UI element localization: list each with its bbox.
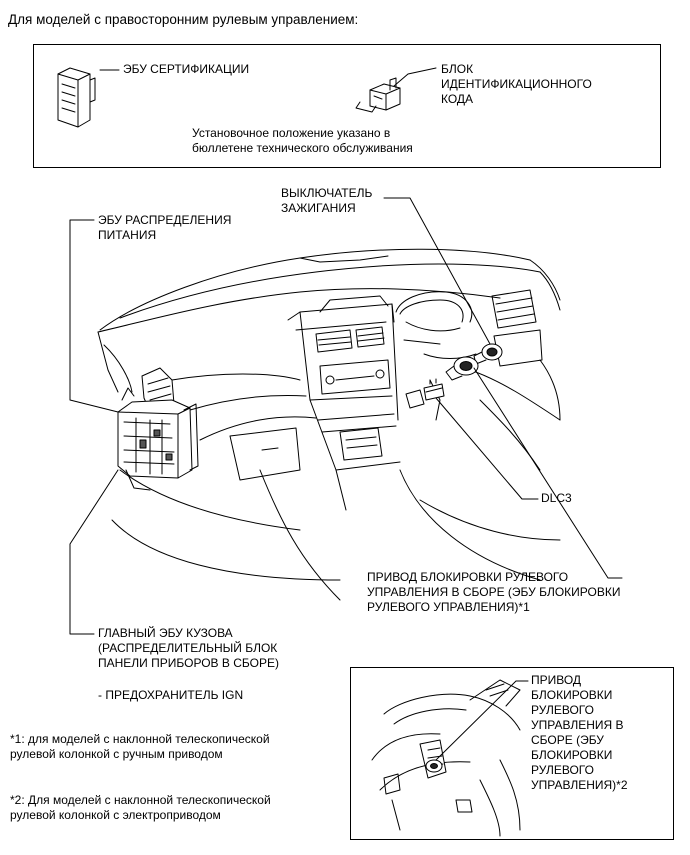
legend-box [33,44,661,168]
inset-dashboard-drawing [371,679,521,837]
installation-note: Установочное положение указано в бюллете… [192,126,413,155]
inset-leader [435,680,529,761]
ignition-switch-label: ВЫКЛЮЧАТЕЛЬ ЗАЖИГАНИЯ [281,186,373,215]
ignition-switch-drawing [473,343,503,365]
footnote-2: *2: Для моделей с наклонной телескопичес… [10,793,271,822]
steering-lock-leader [473,367,623,579]
ignition-switch-leader [383,197,491,345]
page-title: Для моделей с правосторонним рулевым упр… [8,12,359,27]
steering-lock-drawing [445,356,479,381]
inset-box [350,667,674,840]
steering-lock-actuator-label: ПРИВОД БЛОКИРОВКИ РУЛЕВОГО УПРАВЛЕНИЯ В … [367,570,621,614]
ign-fuse-label: - ПРЕДОХРАНИТЕЛЬ IGN [98,688,244,702]
id-code-box-drawing [355,77,401,113]
certification-ecu-drawing [57,67,96,128]
main-body-ecu-label: ГЛАВНЫЙ ЭБУ КУЗОВА (РАСПРЕДЕЛИТЕЛЬНЫЙ БЛ… [98,626,279,670]
inset-steering-lock-label: ПРИВОД БЛОКИРОВКИ РУЛЕВОГО УПРАВЛЕНИЯ В … [531,673,628,792]
dashboard-outline [97,248,561,601]
power-distribution-ecu-label: ЭБУ РАСПРЕДЕЛЕНИЯ ПИТАНИЯ [98,213,232,242]
main-body-ecu-leader [69,469,119,635]
id-code-box-label: БЛОК ИДЕНТИФИКАЦИОННОГО КОДА [441,62,592,106]
id-code-box-leader [393,67,437,87]
footnote-1: *1: для моделей с наклонной телескопичес… [10,732,270,761]
dlc3-drawing [423,378,445,401]
power-distribution-ecu-leader [69,219,119,413]
dlc3-leader [435,397,539,500]
dlc3-label: DLC3 [541,491,572,505]
certification-ecu-label: ЭБУ СЕРТИФИКАЦИИ [123,62,250,76]
main-body-ecu-drawing [117,387,199,491]
